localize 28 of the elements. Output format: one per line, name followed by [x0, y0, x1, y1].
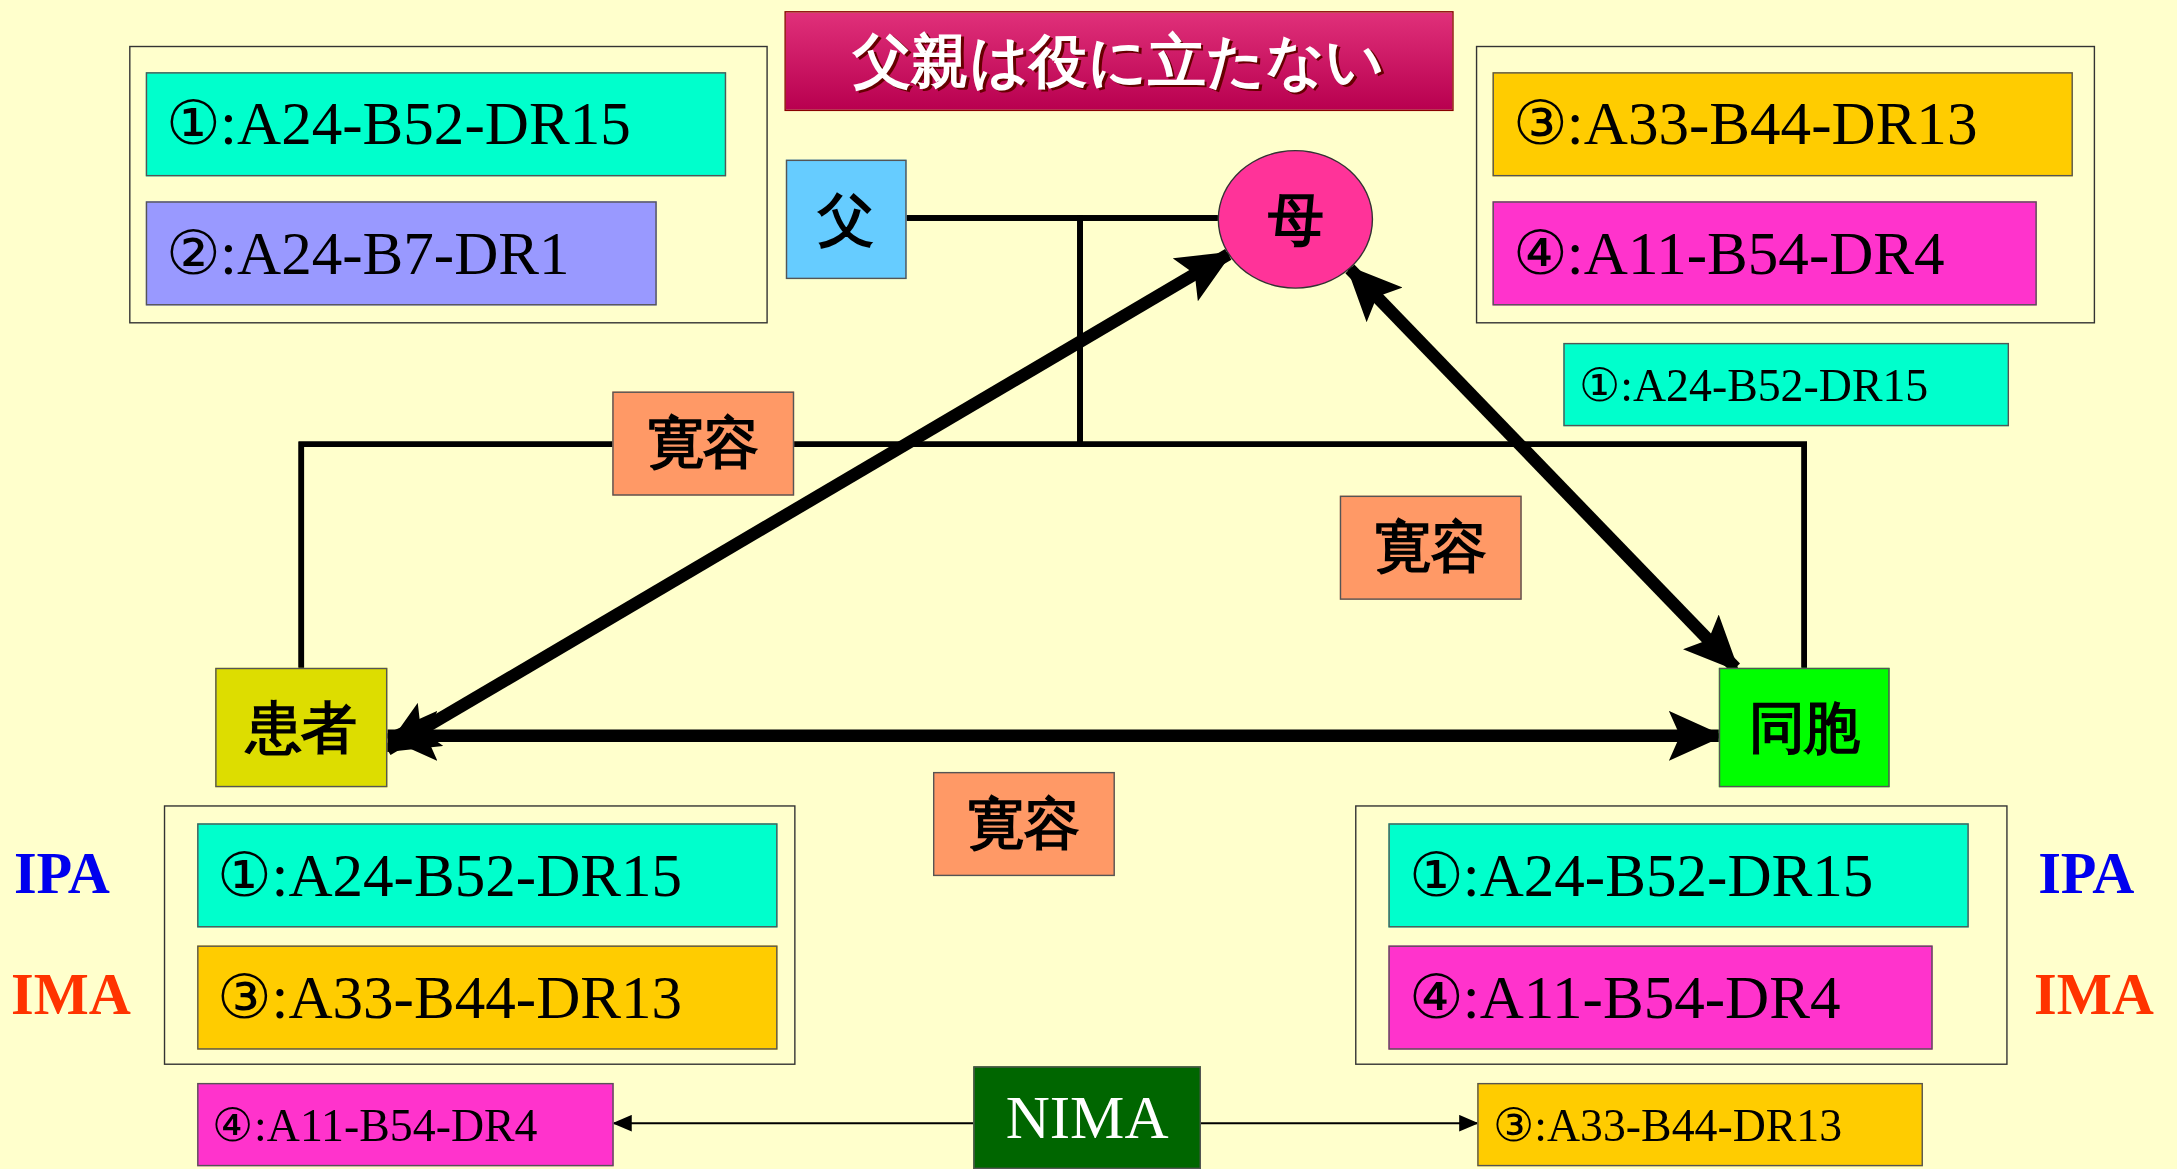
edge-label: 寛容: [612, 391, 795, 496]
person-box: 父: [785, 159, 907, 280]
row-label: IPA: [13, 840, 110, 907]
haplotype-box: ①:A24-B52-DR15: [196, 822, 777, 927]
haplotype-box: ④:A11-B54-DR4: [1491, 200, 2037, 305]
haplotype-box: ①:A24-B52-DR15: [1387, 822, 1969, 927]
person-circle: 母: [1217, 149, 1374, 289]
person-box: 同胞: [1718, 667, 1890, 788]
pedigree-line: [1077, 215, 1807, 668]
title-banner: 父親は役に立たない: [784, 11, 1454, 112]
group-frame: [1475, 45, 2096, 324]
arrow: [612, 1114, 974, 1132]
arrow: [1200, 1114, 1479, 1132]
nima-box: NIMA: [973, 1066, 1201, 1169]
haplotype-box: ②:A24-B7-DR1: [145, 200, 656, 305]
edge-label: 寛容: [933, 771, 1115, 877]
haplotype-box: ④:A11-B54-DR4: [1387, 944, 1932, 1049]
haplotype-box: ④:A11-B54-DR4: [197, 1082, 614, 1167]
edge-label: 寛容: [1339, 495, 1522, 600]
haplotype-box: ③:A33-B44-DR13: [1477, 1082, 1923, 1167]
haplotype-box: ③:A33-B44-DR13: [196, 944, 777, 1049]
haplotype-box: ①:A24-B52-DR15: [145, 71, 726, 176]
row-label: IMA: [11, 961, 131, 1028]
haplotype-box: ③:A33-B44-DR13: [1491, 71, 2073, 176]
row-label: IPA: [2038, 840, 2135, 907]
person-box: 患者: [215, 667, 388, 788]
haplotype-box: ①:A24-B52-DR15: [1563, 342, 2009, 427]
row-label: IMA: [2034, 961, 2154, 1028]
